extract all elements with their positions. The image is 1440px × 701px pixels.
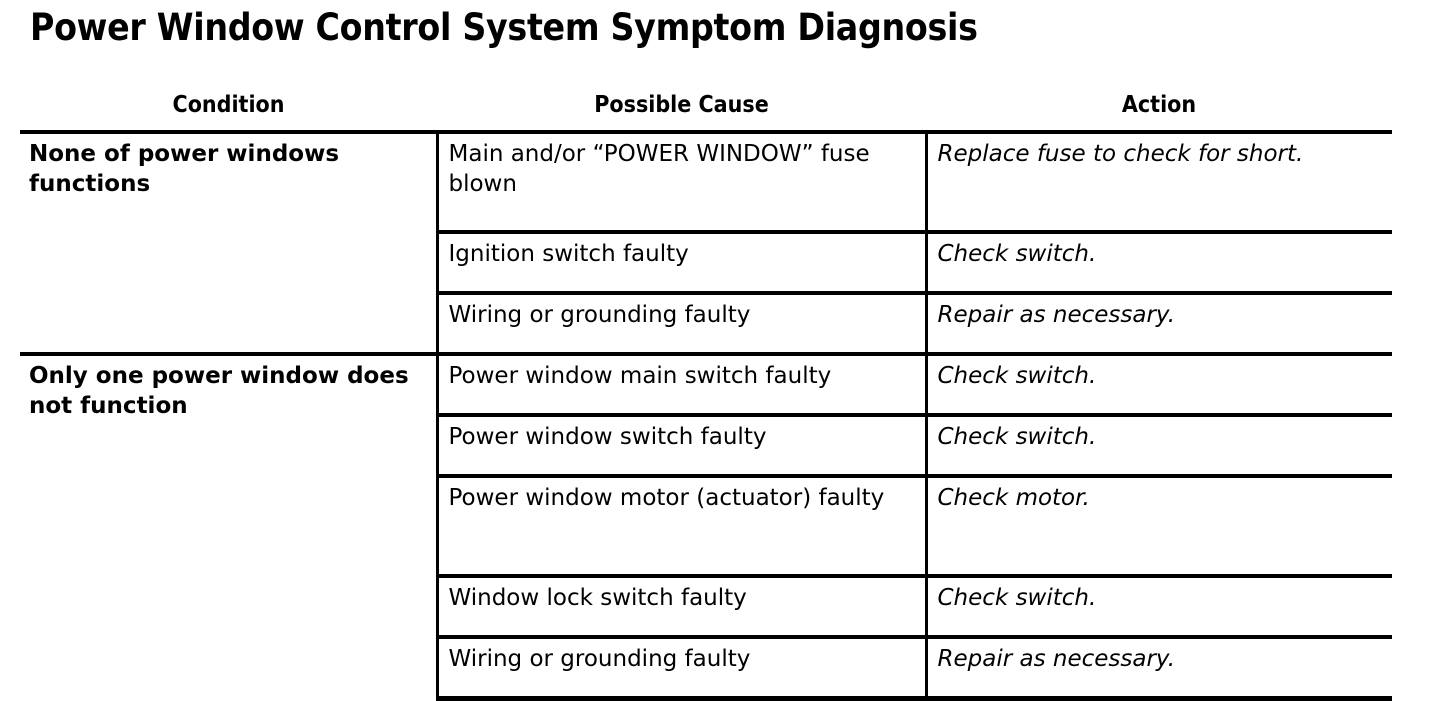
- cell-condition: None of power windows functions: [20, 130, 439, 354]
- cell-cause: Power window main switch faulty: [437, 352, 928, 415]
- document-page: Power Window Control System Symptom Diag…: [20, 6, 1392, 701]
- cell-action: Check motor.: [926, 474, 1392, 576]
- table-row: Ignition switch faulty Check switch.: [20, 230, 1392, 293]
- cell-condition: Only one power window does not function: [20, 352, 439, 699]
- table-row: Power window motor (actuator) faulty Che…: [20, 474, 1392, 576]
- table-row: None of power windows functions Main and…: [20, 130, 1392, 354]
- cell-cause: Wiring or grounding faulty: [437, 291, 928, 354]
- cell-cause: Main and/or “POWER WINDOW” fuse blown: [437, 130, 928, 232]
- cell-action: Check switch.: [926, 352, 1392, 415]
- table-body: None of power windows functions Main and…: [20, 130, 1392, 701]
- cell-cause: Window lock switch faulty: [437, 574, 928, 637]
- table-header: Condition Possible Cause Action: [20, 88, 1392, 132]
- cell-action: Repair as necessary.: [926, 291, 1392, 354]
- cell-action: Check switch.: [926, 574, 1392, 637]
- cell-action: Repair as necessary.: [926, 635, 1392, 701]
- table-row: Only one power window does not function …: [20, 352, 1392, 699]
- symptom-diagnosis-table: Condition Possible Cause Action None of …: [20, 88, 1392, 701]
- column-header-condition: Condition: [172, 92, 285, 118]
- cell-cause: Power window motor (actuator) faulty: [437, 474, 928, 576]
- cell-cause: Ignition switch faulty: [437, 230, 928, 293]
- cell-action: Replace fuse to check for short.: [926, 130, 1392, 232]
- table-header-row: Condition Possible Cause Action: [20, 88, 1392, 132]
- page-title: Power Window Control System Symptom Diag…: [30, 6, 978, 49]
- table-row: Power window switch faulty Check switch.: [20, 413, 1392, 476]
- table-row: Wiring or grounding faulty Repair as nec…: [20, 291, 1392, 354]
- column-header-cause: Possible Cause: [594, 92, 769, 118]
- cell-cause: Power window switch faulty: [437, 413, 928, 476]
- cell-action: Check switch.: [926, 413, 1392, 476]
- column-header-action: Action: [1121, 92, 1197, 118]
- cell-cause: Wiring or grounding faulty: [437, 635, 928, 701]
- cell-action: Check switch.: [926, 230, 1392, 293]
